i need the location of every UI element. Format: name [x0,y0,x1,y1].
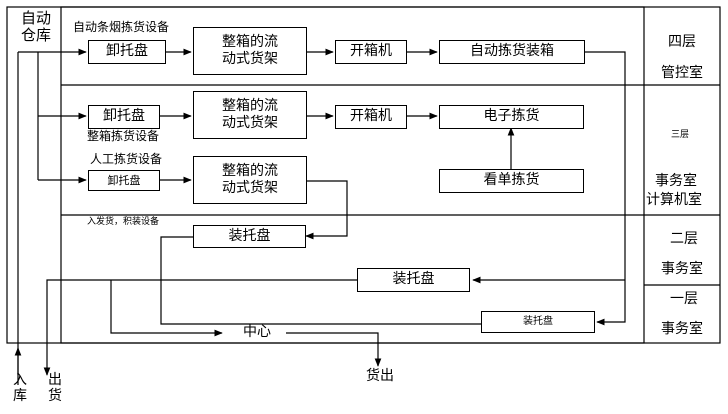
electronic-pick-label: 电子拣货 [483,108,540,125]
floor-3-tag: 三层 [671,130,690,140]
floor-1-room: 事务室 [661,321,703,337]
flow-rack-box-1: 整箱的流 动式货架 [193,27,307,75]
floor-2-room: 事务室 [661,261,703,277]
load-pallet-label: 装托盘 [523,315,553,327]
unload-pallet-label: 卸托盘 [103,108,145,125]
box-opener-box-2: 开箱机 [335,105,407,129]
auto-pick-pack-box: 自动拣货装箱 [439,40,585,64]
load-pallet-box-1: 装托盘 [193,225,306,248]
arrow-load2-outbound [43,279,357,376]
unload-pallet-box-3: 卸托盘 [88,170,160,191]
outbound-label: 出货 [48,372,62,405]
flow-rack-box-3: 整箱的流 动式货架 [193,156,307,204]
flow-rack-label: 整箱的流 动式货架 [222,33,278,68]
load-pallet-label: 装托盘 [228,227,271,244]
flow-rack-label: 整箱的流 动式货架 [222,97,278,132]
unload-pallet-box-1: 卸托盘 [88,40,166,64]
floor-3-room: 事务室 [655,173,697,189]
list-pick-label: 看单拣货 [483,172,540,189]
goods-out-label: 货出 [366,368,394,384]
unload-pallet-box-2: 卸托盘 [88,105,160,129]
arrow-autopack-load3 [585,51,626,326]
inbound-label: 入库 [13,372,27,405]
arrow-to-center [110,280,223,337]
auto-pick-pack-label: 自动拣货装箱 [470,43,554,60]
load-pallet-box-3: 装托盘 [481,311,595,333]
box-opener-label: 开箱机 [350,43,392,60]
flow-rack-box-2: 整箱的流 动式货架 [193,91,307,139]
list-pick-box: 看单拣货 [439,169,584,193]
warehouse-label: 自动仓库 [21,9,52,45]
electronic-pick-box: 电子拣货 [439,105,584,129]
main-area-frame [60,6,645,344]
section-auto-cig: 自动条烟拣货设备 [73,20,170,34]
section-manual-pick: 人工拣货设备 [90,152,163,166]
floor-3-room-2: 计算机室 [646,192,702,208]
arrow-rack3-load1 [305,180,348,240]
section-ship-pallet: 入发货，积装设备 [87,217,160,227]
floor-2-tag: 二层 [670,231,698,247]
arrow-center-goodsout [286,332,382,367]
floor-4-tag: 四层 [668,34,696,50]
box-opener-label: 开箱机 [350,108,392,125]
floor-4-room: 管控室 [661,65,703,81]
section-box-pick: 整箱拣货设备 [87,129,160,143]
center-label: 中心 [240,325,274,339]
load-pallet-label: 装托盘 [392,271,435,288]
floor-1-tag: 一层 [670,291,698,307]
flow-rack-label: 整箱的流 动式货架 [222,162,278,197]
unload-pallet-label: 卸托盘 [107,173,141,187]
unload-pallet-label: 卸托盘 [106,43,148,60]
load-pallet-box-2: 装托盘 [357,268,470,292]
box-opener-box-1: 开箱机 [335,40,407,64]
